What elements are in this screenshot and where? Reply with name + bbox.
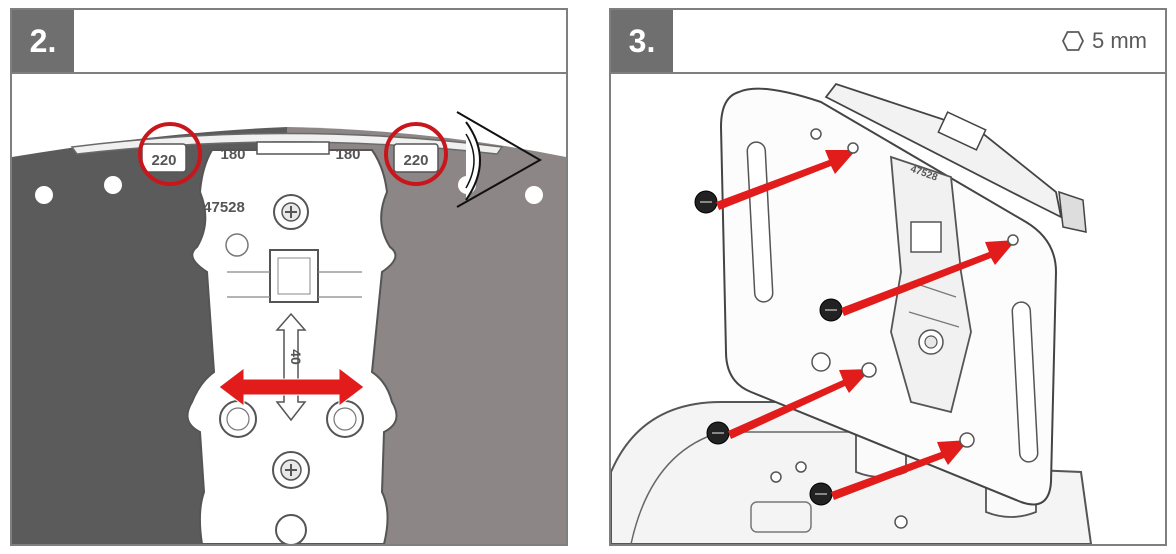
insert-arrow — [716, 150, 856, 210]
step-3-number: 3. — [611, 10, 673, 72]
highlight-circle-right — [384, 122, 448, 186]
target-hole — [847, 142, 859, 154]
frame-hole — [770, 471, 782, 483]
highlight-circle-left — [138, 122, 202, 186]
adjust-arrow-horizontal — [218, 366, 365, 408]
hex-key-icon — [1062, 31, 1084, 51]
center-slot — [256, 141, 330, 155]
tool-size-label: 5 mm — [1092, 28, 1147, 53]
plate-hole — [525, 186, 543, 204]
size-label-180-right: 180 — [335, 146, 360, 163]
target-hole — [1007, 234, 1019, 246]
bottom-hole — [275, 514, 307, 544]
top-latch — [824, 82, 1063, 219]
bolt — [809, 482, 833, 506]
eye-icon — [456, 111, 543, 208]
step-3-illustration: 47528 — [611, 72, 1165, 544]
step-3-panel: 3. 5 mm — [609, 8, 1167, 546]
slide-marker-text: 40 — [288, 349, 304, 365]
part-number: 47528 — [203, 199, 245, 216]
hinge — [1058, 190, 1087, 233]
step-2-illustration: 220 180 180 220 47528 40 m — [12, 72, 566, 544]
plate-slot-right — [1011, 301, 1039, 463]
step-2-number: 2. — [12, 10, 74, 72]
size-label-220-left: 220 — [151, 152, 176, 169]
insert-arrow — [728, 369, 871, 439]
plate-hole — [104, 176, 122, 194]
plate-hole — [35, 186, 53, 204]
size-label-180-left: 180 — [220, 146, 245, 163]
bolt — [819, 298, 843, 322]
frame-hole — [894, 515, 908, 529]
step-3-header: 3. 5 mm — [611, 10, 1165, 74]
frame-hole — [795, 461, 807, 473]
plate-slot-left — [746, 141, 774, 303]
size-recess-right-outer — [393, 143, 439, 173]
insert-arrow — [841, 240, 1016, 316]
bolt — [706, 421, 730, 445]
side-hole — [225, 233, 249, 257]
insert-arrow — [831, 440, 969, 500]
target-hole — [861, 362, 877, 378]
tool-requirement: 5 mm — [1062, 24, 1147, 58]
size-label-220-right: 220 — [403, 152, 428, 169]
bolt — [694, 190, 718, 214]
step-2-drawing: 220 180 180 220 47528 40 m — [12, 111, 566, 544]
step-2-header: 2. — [12, 10, 566, 74]
step-2-panel: 2. 220 180 180 220 47528 — [10, 8, 568, 546]
step-3-drawing: 47528 — [611, 82, 1093, 544]
target-hole — [959, 432, 975, 448]
